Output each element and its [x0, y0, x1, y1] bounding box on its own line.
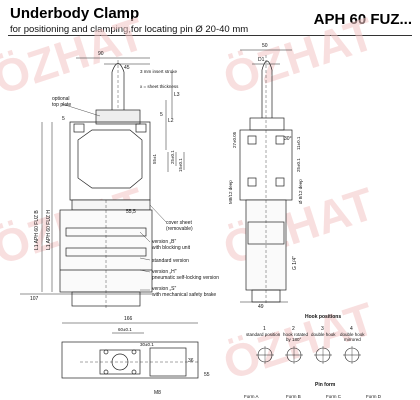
hook-num-3: 3 — [321, 326, 324, 332]
header-rule — [8, 35, 412, 36]
dim-60: 60±0.1 — [118, 327, 132, 332]
top-plate — [95, 109, 141, 125]
dim-30deg: 30° — [284, 136, 292, 142]
dim-l1-h: L1 APH 60 FUZ H — [46, 210, 52, 250]
leader-top-plate — [61, 103, 101, 117]
pin-form: Pin form Form A Form B Form C Form D — [244, 382, 382, 399]
dim-55-top: 55 — [204, 372, 210, 378]
pin-form-b: Form B — [286, 394, 301, 399]
version-h-label-1: version „H" — [152, 269, 177, 275]
version-s-label-1: version „S" — [152, 286, 177, 292]
hook-label-3: double hook — [311, 332, 336, 337]
insert-stroke-label: 3 mm insert stroke — [140, 69, 178, 74]
pin-form-c: Form C — [326, 394, 342, 399]
hook-label-4a: double hook — [340, 332, 365, 337]
hook-positions: Hook positions 1 2 3 4 standard position… — [246, 314, 365, 364]
hook-num-4: 4 — [350, 326, 353, 332]
bolt-hole — [103, 369, 109, 375]
leader-version-h — [139, 269, 151, 273]
version-b-label-1: version „B" — [152, 239, 177, 245]
hook-label-2b: by 180° — [286, 337, 302, 342]
side-port — [275, 177, 285, 187]
dim-25: 25±0.1 — [170, 150, 175, 164]
dim-36: 36 — [188, 358, 194, 364]
cover-sheet-label-1: cover sheet — [166, 220, 192, 226]
dim-49: 49 — [258, 304, 264, 310]
side-head-top — [249, 117, 285, 131]
version-b-label-2: with blocking unit — [152, 245, 191, 251]
standard-version-label: standard version — [152, 258, 189, 264]
dim-l1-b: L1 APH 60 FUZ B — [34, 210, 40, 250]
dim-d8: Ø 8/12 deep — [298, 179, 303, 204]
clamp-window — [77, 129, 143, 189]
side-pin — [261, 60, 273, 118]
top-plate-label-1: optional — [52, 96, 70, 102]
top-view-labels: 166 60±0.1 30±0.1 55 36 M8 — [118, 316, 210, 396]
dim-d1: D1 — [258, 57, 265, 63]
cover-sheet-label-2: (removable) — [166, 226, 193, 232]
side-port — [275, 135, 285, 145]
pin-form-title: Pin form — [315, 382, 336, 388]
pin-form-a: Form A — [244, 394, 259, 399]
hook-positions-title: Hook positions — [305, 314, 341, 320]
watermark-text: ÖZHAT — [0, 7, 151, 104]
dim-l2: L2 — [168, 118, 174, 124]
hook-label-1: standard position — [246, 332, 281, 337]
bolt-hole — [131, 349, 137, 355]
dim-m8-top: M8 — [154, 390, 161, 396]
hook-label-4b: mirrored — [344, 337, 361, 342]
dim-15: 15±0.1 — [178, 158, 183, 172]
top-base — [61, 341, 199, 379]
bolt-hole — [103, 349, 109, 355]
cover-sheet — [71, 199, 151, 211]
dim-l3: L3 — [174, 92, 180, 98]
dim-27: 27±0.05 — [232, 131, 237, 148]
leader-standard — [139, 257, 151, 261]
locating-pin — [111, 63, 125, 120]
dim-50: 50 — [262, 43, 268, 49]
watermark-text: ÖZHAT — [217, 7, 380, 104]
page-subtitle: for positioning and clamping,for locatin… — [10, 24, 249, 35]
dim-m8: M8/12 deep — [228, 180, 233, 204]
head-lug-right — [135, 123, 147, 133]
side-view-labels: 50 D1 27±0.05 30° 11±0.1 25±0.1 M8/12 de… — [228, 43, 303, 310]
side-view — [239, 49, 293, 305]
sheet-thickness-label: x = sheet thickness — [140, 84, 179, 89]
side-port — [247, 135, 257, 145]
dim-30-top: 30±0.1 — [140, 342, 154, 347]
dim-5-top: 5 — [62, 116, 65, 122]
head-lug-left — [73, 123, 85, 133]
leader-version-b — [139, 231, 151, 243]
dim-55-5: 55,5 — [126, 209, 136, 215]
dim-25-side: 25±0.1 — [296, 158, 301, 172]
top-plate-label-2: top plate — [52, 102, 71, 108]
dim-55: 55±1 — [152, 154, 157, 164]
pin-form-d: Form D — [366, 394, 382, 399]
dim-90: 90 — [98, 51, 104, 57]
dim-5-side: 5 — [160, 112, 163, 118]
page-title: Underbody Clamp — [10, 5, 140, 22]
hook-num-1: 1 — [263, 326, 266, 332]
bolt-hole — [131, 369, 137, 375]
front-view-labels: 90 45 5 optional top plate 3 mm insert s… — [30, 51, 219, 302]
version-h-label-2: pneumatic self-locking version — [152, 275, 219, 281]
dim-107: 107 — [30, 296, 39, 302]
hook-num-2: 2 — [292, 326, 295, 332]
header: Underbody Clamp APH 60 FUZ... for positi… — [0, 0, 420, 40]
dim-166: 166 — [124, 316, 133, 322]
dim-45: 45 — [124, 65, 130, 71]
version-s-label-2: with mechanical safety brake — [152, 292, 216, 298]
front-view — [20, 57, 185, 310]
dim-11: 11±0.1 — [296, 136, 301, 150]
leader-cover-sheet — [149, 204, 167, 223]
top-view — [61, 322, 200, 379]
dim-g14: G 1/4" — [292, 256, 298, 270]
side-port — [247, 177, 257, 187]
hook-label-2a: hook rotated — [283, 332, 309, 337]
product-code: APH 60 FUZ... — [313, 11, 412, 28]
